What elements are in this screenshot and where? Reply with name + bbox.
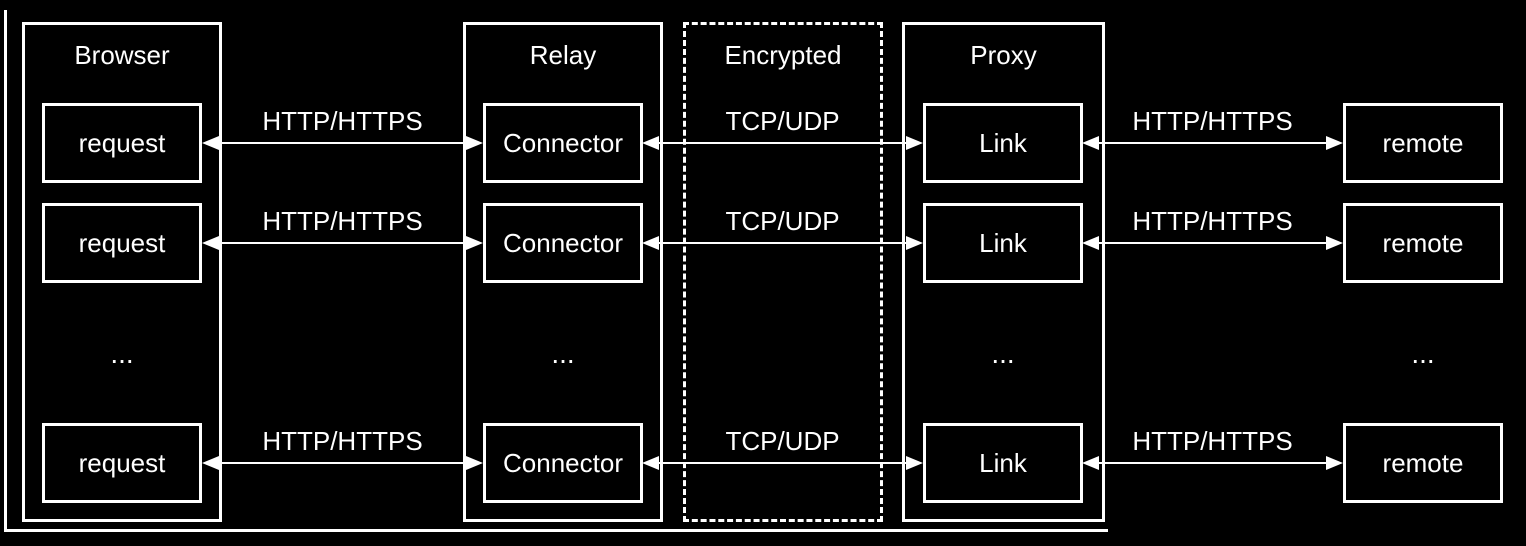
arrow-proxy-remote-2	[1082, 229, 1343, 257]
arrow-head-left-icon	[1082, 236, 1099, 250]
encrypted-group-title: Encrypted	[724, 40, 842, 70]
arrow-head-left-icon	[202, 136, 219, 150]
relay-ellipsis: ...	[551, 338, 575, 369]
relay-group-title: Relay	[529, 40, 597, 70]
arrow-line	[215, 462, 470, 464]
arrow-proxy-remote-1	[1082, 129, 1343, 157]
link-box-2: Link	[923, 203, 1083, 283]
edge-label-http-right-3: HTTP/HTTPS	[1132, 426, 1293, 456]
arrow-head-right-icon	[906, 136, 923, 150]
remote-box-3: remote	[1343, 423, 1503, 503]
proxy-ellipsis: ...	[991, 338, 1015, 369]
browser-ellipsis: ...	[110, 338, 134, 369]
arrow-head-right-icon	[466, 456, 483, 470]
edge-label-http-left-3: HTTP/HTTPS	[262, 426, 423, 456]
edge-label-http-right-1: HTTP/HTTPS	[1132, 106, 1293, 136]
arrow-line	[655, 462, 910, 464]
arrow-line	[1095, 462, 1330, 464]
arrow-head-left-icon	[642, 236, 659, 250]
browser-group-title: Browser	[74, 40, 170, 70]
request-box-3: request	[42, 423, 202, 503]
arrow-line	[215, 142, 470, 144]
proxy-group-title: Proxy	[970, 40, 1037, 70]
edge-label-tcp-1: TCP/UDP	[725, 106, 840, 136]
edge-label-http-left-2: HTTP/HTTPS	[262, 206, 423, 236]
arrow-head-right-icon	[906, 456, 923, 470]
edge-label-tcp-2: TCP/UDP	[725, 206, 840, 236]
arrow-head-right-icon	[1326, 236, 1343, 250]
edge-label-tcp-3: TCP/UDP	[725, 426, 840, 456]
remote-ellipsis: ...	[1411, 338, 1435, 369]
arrow-line	[655, 242, 910, 244]
arrow-head-left-icon	[202, 236, 219, 250]
encrypted-group: Encrypted	[683, 22, 883, 522]
request-box-1: request	[42, 103, 202, 183]
arrow-head-right-icon	[466, 136, 483, 150]
arrow-line	[1095, 142, 1330, 144]
arrow-line	[655, 142, 910, 144]
connector-box-2: Connector	[483, 203, 643, 283]
arrow-head-left-icon	[642, 456, 659, 470]
outer-frame-left-edge	[4, 10, 7, 532]
connector-box-1: Connector	[483, 103, 643, 183]
arrow-head-left-icon	[1082, 456, 1099, 470]
arrow-browser-relay-2	[202, 229, 483, 257]
link-box-3: Link	[923, 423, 1083, 503]
arrow-head-left-icon	[642, 136, 659, 150]
arrow-browser-relay-3	[202, 449, 483, 477]
edge-label-http-right-2: HTTP/HTTPS	[1132, 206, 1293, 236]
arrow-relay-proxy-2	[642, 229, 923, 257]
link-box-1: Link	[923, 103, 1083, 183]
remote-box-1: remote	[1343, 103, 1503, 183]
arrow-relay-proxy-3	[642, 449, 923, 477]
edge-label-http-left-1: HTTP/HTTPS	[262, 106, 423, 136]
arrow-line	[215, 242, 470, 244]
connector-box-3: Connector	[483, 423, 643, 503]
request-box-2: request	[42, 203, 202, 283]
arrow-line	[1095, 242, 1330, 244]
outer-frame-bottom-edge	[4, 529, 1108, 532]
arrow-head-left-icon	[202, 456, 219, 470]
remote-box-2: remote	[1343, 203, 1503, 283]
arrow-head-left-icon	[1082, 136, 1099, 150]
arrow-head-right-icon	[466, 236, 483, 250]
arrow-relay-proxy-1	[642, 129, 923, 157]
arrow-browser-relay-1	[202, 129, 483, 157]
arrow-head-right-icon	[1326, 136, 1343, 150]
arrow-head-right-icon	[1326, 456, 1343, 470]
arrow-proxy-remote-3	[1082, 449, 1343, 477]
arrow-head-right-icon	[906, 236, 923, 250]
